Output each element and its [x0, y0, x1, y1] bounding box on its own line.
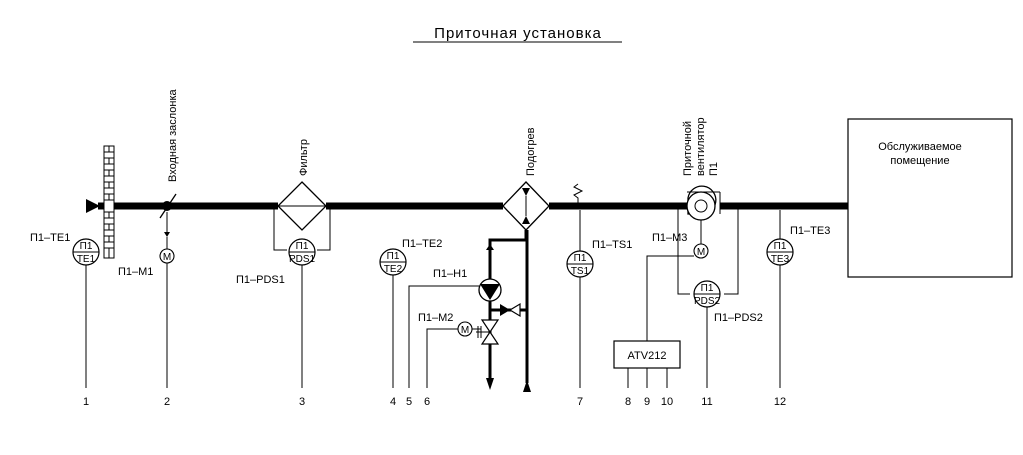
drive-to-motor-line — [646, 255, 694, 341]
motor-m1: M — [159, 248, 175, 264]
svg-text:PDS2: PDS2 — [694, 296, 721, 307]
line-number-5: 5 — [406, 396, 412, 408]
pds1-tag: П1–PDS1 — [236, 274, 285, 286]
instrument-pds1: П1 PDS1 — [288, 238, 316, 266]
m3-tag: П1–M3 — [652, 232, 687, 244]
frequency-drive-label: ATV212 — [628, 350, 667, 362]
heater — [502, 181, 550, 231]
fan-label-line-3: П1 — [708, 162, 720, 176]
svg-text:П1: П1 — [387, 251, 400, 262]
line-number-12: 12 — [774, 396, 786, 408]
line-number-11: 11 — [701, 396, 712, 408]
svg-text:M: M — [461, 325, 469, 336]
ts1-tag: П1–TS1 — [592, 239, 632, 251]
fan-label-line-1: Приточной — [682, 121, 694, 176]
pump-tag: П1–H1 — [433, 268, 467, 280]
te3-tag: П1–TE3 — [790, 225, 830, 237]
te2-tag: П1–TE2 — [402, 238, 442, 250]
room-label-line-1: Обслуживаемое — [878, 141, 962, 153]
pds2-impulse-line — [677, 208, 690, 295]
signal-lines — [85, 263, 781, 388]
motor-m2: M — [457, 321, 473, 337]
line-number-7: 7 — [577, 396, 583, 408]
svg-text:M: M — [163, 252, 171, 263]
svg-text:П1: П1 — [701, 283, 714, 294]
svg-text:TE3: TE3 — [771, 254, 790, 265]
fan-label-line-2: вентилятор — [695, 117, 707, 176]
instrument-te3: П1 TE3 — [766, 238, 794, 266]
check-valve — [500, 302, 521, 318]
heater-label: Подогрев — [525, 127, 537, 176]
svg-text:TS1: TS1 — [571, 266, 590, 277]
svg-text:PDS1: PDS1 — [289, 254, 316, 265]
pds1-impulse-line — [273, 208, 287, 251]
inlet-damper — [159, 193, 177, 237]
diagram-title: Приточная установка — [434, 25, 602, 42]
line-number-4: 4 — [390, 396, 396, 408]
svg-text:TE2: TE2 — [384, 264, 403, 275]
line-number-9: 9 — [644, 396, 650, 408]
line-number-3: 3 — [299, 396, 305, 408]
instrument-te2: П1 TE2 — [379, 248, 407, 276]
svg-text:П1: П1 — [774, 241, 787, 252]
three-way-valve — [476, 319, 500, 345]
line-number-8: 8 — [625, 396, 631, 408]
motor-m3: M — [693, 243, 709, 259]
instrument-pds2: П1 PDS2 — [693, 280, 721, 308]
filter — [277, 181, 327, 231]
damper-label: Входная заслонка — [167, 88, 179, 182]
circulation-pump — [478, 278, 502, 302]
wall-hatch — [103, 145, 115, 259]
filter-label: Фильтр — [298, 139, 310, 176]
svg-text:П1: П1 — [574, 253, 587, 264]
return-arrow-down — [486, 378, 494, 390]
line-number-1: 1 — [83, 396, 89, 408]
supply-fan — [686, 185, 721, 221]
frost-thermostat-element — [573, 183, 584, 206]
room-label-line-2: помещение — [890, 155, 949, 167]
svg-text:П1: П1 — [296, 241, 309, 252]
m2-tag: П1–M2 — [418, 312, 453, 324]
line-number-6: 6 — [424, 396, 430, 408]
svg-text:TE1: TE1 — [77, 254, 96, 265]
main-duct — [86, 198, 887, 214]
line-number-10: 10 — [661, 396, 673, 408]
duct-inlet-arrow — [86, 199, 100, 213]
m1-tag: П1–M1 — [118, 266, 153, 278]
supply-arrow-up — [523, 380, 531, 392]
heating-piping — [486, 230, 531, 392]
instrument-ts1: П1 TS1 — [566, 250, 594, 278]
svg-text:M: M — [697, 247, 705, 258]
svg-text:П1: П1 — [80, 241, 93, 252]
te1-tag: П1–TE1 — [30, 232, 70, 244]
served-room — [847, 118, 1013, 278]
line-number-2: 2 — [164, 396, 170, 408]
frequency-drive-box — [613, 340, 681, 369]
instrument-te1: П1 TE1 — [72, 238, 100, 266]
pds2-tag: П1–PDS2 — [714, 312, 763, 324]
